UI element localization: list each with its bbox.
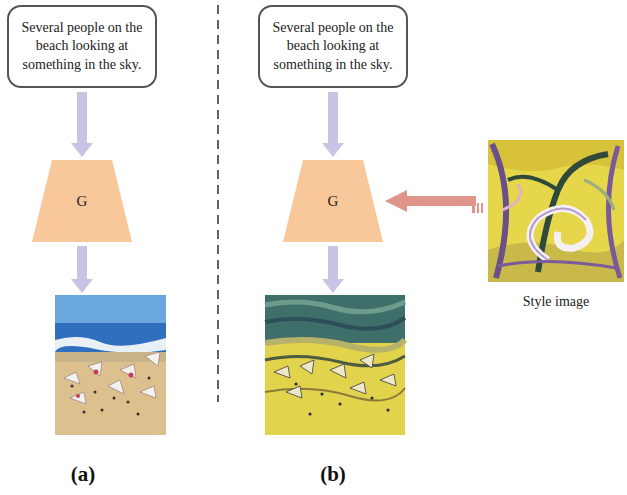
panel-label: (b) xyxy=(303,462,363,487)
image-caption: Style image xyxy=(488,294,624,310)
stylized-beach-image xyxy=(265,295,405,435)
prompt-text: Several people on the beach looking at s… xyxy=(17,19,147,74)
block-label: G xyxy=(77,193,88,210)
text-box: Several people on the beach looking at s… xyxy=(258,5,408,88)
text-box: Several people on the beach looking at s… xyxy=(7,5,157,88)
output-arrow xyxy=(322,246,344,293)
style-painting xyxy=(488,140,624,282)
block-label: G xyxy=(328,193,339,210)
beach-image xyxy=(55,295,166,435)
style-image: Style image xyxy=(488,140,624,310)
generator-block: G xyxy=(32,160,132,242)
flow-arrow xyxy=(71,92,93,157)
generator-block: G xyxy=(283,160,383,242)
divider-line xyxy=(217,5,218,402)
panel-label: (a) xyxy=(53,462,113,487)
flow-arrow xyxy=(385,190,476,212)
output-arrow xyxy=(71,246,93,293)
flow-arrow xyxy=(322,92,344,157)
prompt-text: Several people on the beach looking at s… xyxy=(268,19,398,74)
